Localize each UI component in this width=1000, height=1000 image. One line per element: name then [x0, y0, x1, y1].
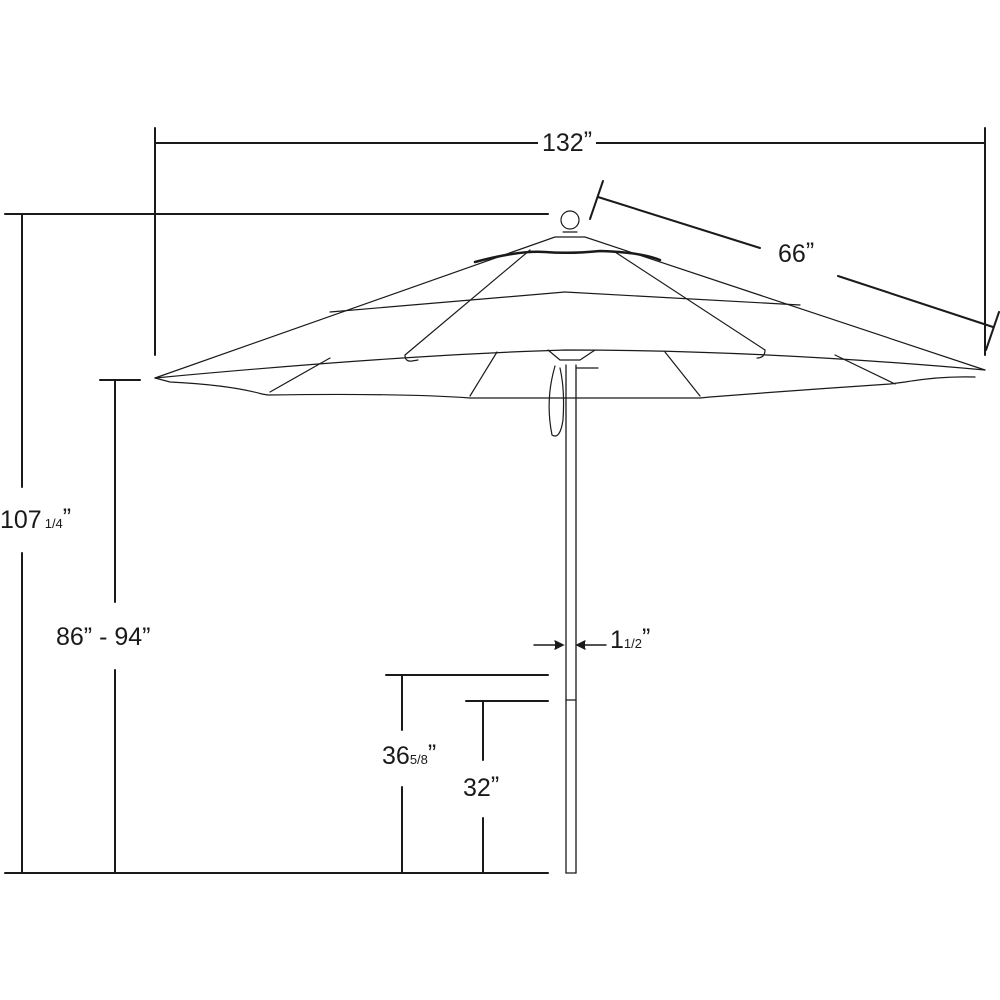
rib-length-dimension-line: [589, 180, 1000, 351]
inch-mark: ”: [805, 238, 815, 266]
pole-joint-height-value: 32: [463, 774, 491, 802]
lower-pole-dimension-line: [385, 674, 549, 874]
rib-length-label: 66”: [778, 240, 815, 268]
inch-mark: ”: [490, 772, 500, 800]
inch-mark: ”: [427, 740, 437, 768]
lower-pole-height-fraction: 5/8: [409, 752, 428, 767]
pole-joint-dimension-line: [465, 700, 549, 874]
canopy-width-label: 132”: [538, 129, 597, 157]
clearance-height-value: 86” - 94”: [56, 623, 151, 651]
pole-diameter-arrows: [533, 640, 607, 650]
lower-pole-height-label: 365/8”: [382, 742, 437, 770]
pole-diameter-label: 11/2”: [610, 626, 651, 654]
pole-diameter-value: 1: [610, 626, 624, 654]
umbrella-pole: [565, 364, 599, 874]
clearance-height-label: 86” - 94”: [56, 623, 151, 651]
lower-pole-height-value: 36: [382, 742, 410, 770]
clearance-height-dimension-line: [99, 379, 141, 874]
canopy-width-value: 132: [542, 129, 584, 157]
umbrella-canopy: [154, 210, 986, 437]
pole-diameter-fraction: 1/2: [623, 636, 642, 651]
overall-height-dimension-line: [4, 213, 549, 874]
inch-mark: ”: [641, 624, 651, 652]
overall-height-fraction: 1/4: [44, 516, 63, 531]
overall-height-value: 107: [0, 506, 42, 534]
canopy-width-dimension-line: [154, 127, 986, 356]
rib-length-value: 66: [778, 240, 806, 268]
pole-joint-height-label: 32”: [463, 774, 500, 802]
inch-mark: ”: [62, 504, 72, 532]
inch-mark: ”: [583, 127, 593, 155]
